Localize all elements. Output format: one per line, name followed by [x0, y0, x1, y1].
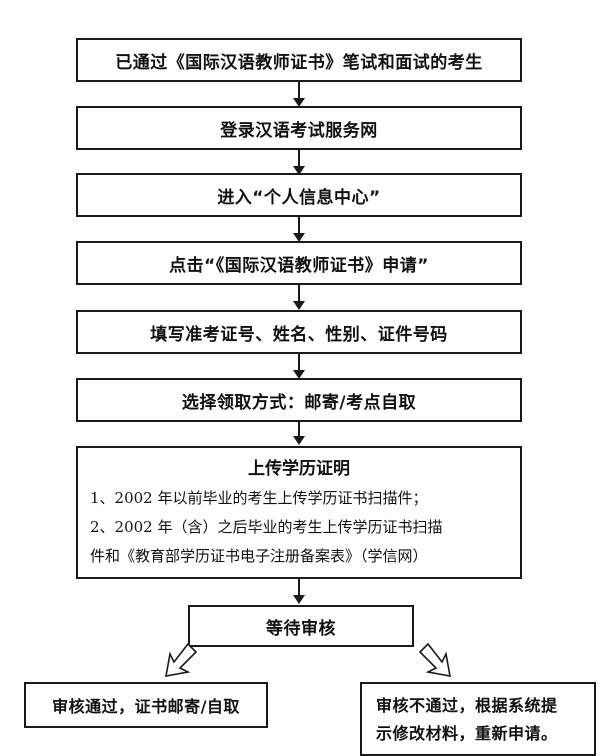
outcome-rejected-line-2: 示修改材料，重新申请。 [376, 724, 558, 743]
step-wait-review: 等待审核 [188, 605, 414, 647]
step-fill-info: 填写准考证号、姓名、性别、证件号码 [76, 310, 522, 354]
outcome-rejected: 审核不通过，根据系统提 示修改材料，重新申请。 [360, 682, 596, 756]
step-upload-education-proof: 上传学历证明 1、2002 年以前毕业的考生上传学历证书扫描件； 2、2002 … [76, 446, 522, 579]
upload-rule-2: 2、2002 年（含）之后毕业的考生上传学历证书扫描 [90, 518, 443, 536]
upload-rule-1: 1、2002 年以前毕业的考生上传学历证书扫描件； [90, 489, 428, 507]
upload-title: 上传学历证明 [248, 459, 350, 479]
outcome-rejected-line-1: 审核不通过，根据系统提 [376, 696, 558, 715]
step-click-apply: 点击“《国际汉语教师证书》申请” [76, 241, 522, 285]
upload-rule-2-continued: 件和《教育部学历证书电子注册备案表》（学信网） [90, 547, 428, 565]
step-enter-personal-center: 进入“个人信息中心” [76, 173, 522, 217]
step-login-website: 登录汉语考试服务网 [76, 106, 522, 150]
step-qualified-candidates: 已通过《国际汉语教师证书》笔试和面试的考生 [76, 38, 522, 82]
outcome-approved: 审核通过，证书邮寄/自取 [24, 682, 268, 728]
hollow-arrow-down-left-icon [165, 642, 198, 677]
hollow-arrow-down-right-icon [418, 642, 451, 677]
step-choose-delivery: 选择领取方式：邮寄/考点自取 [76, 378, 522, 422]
